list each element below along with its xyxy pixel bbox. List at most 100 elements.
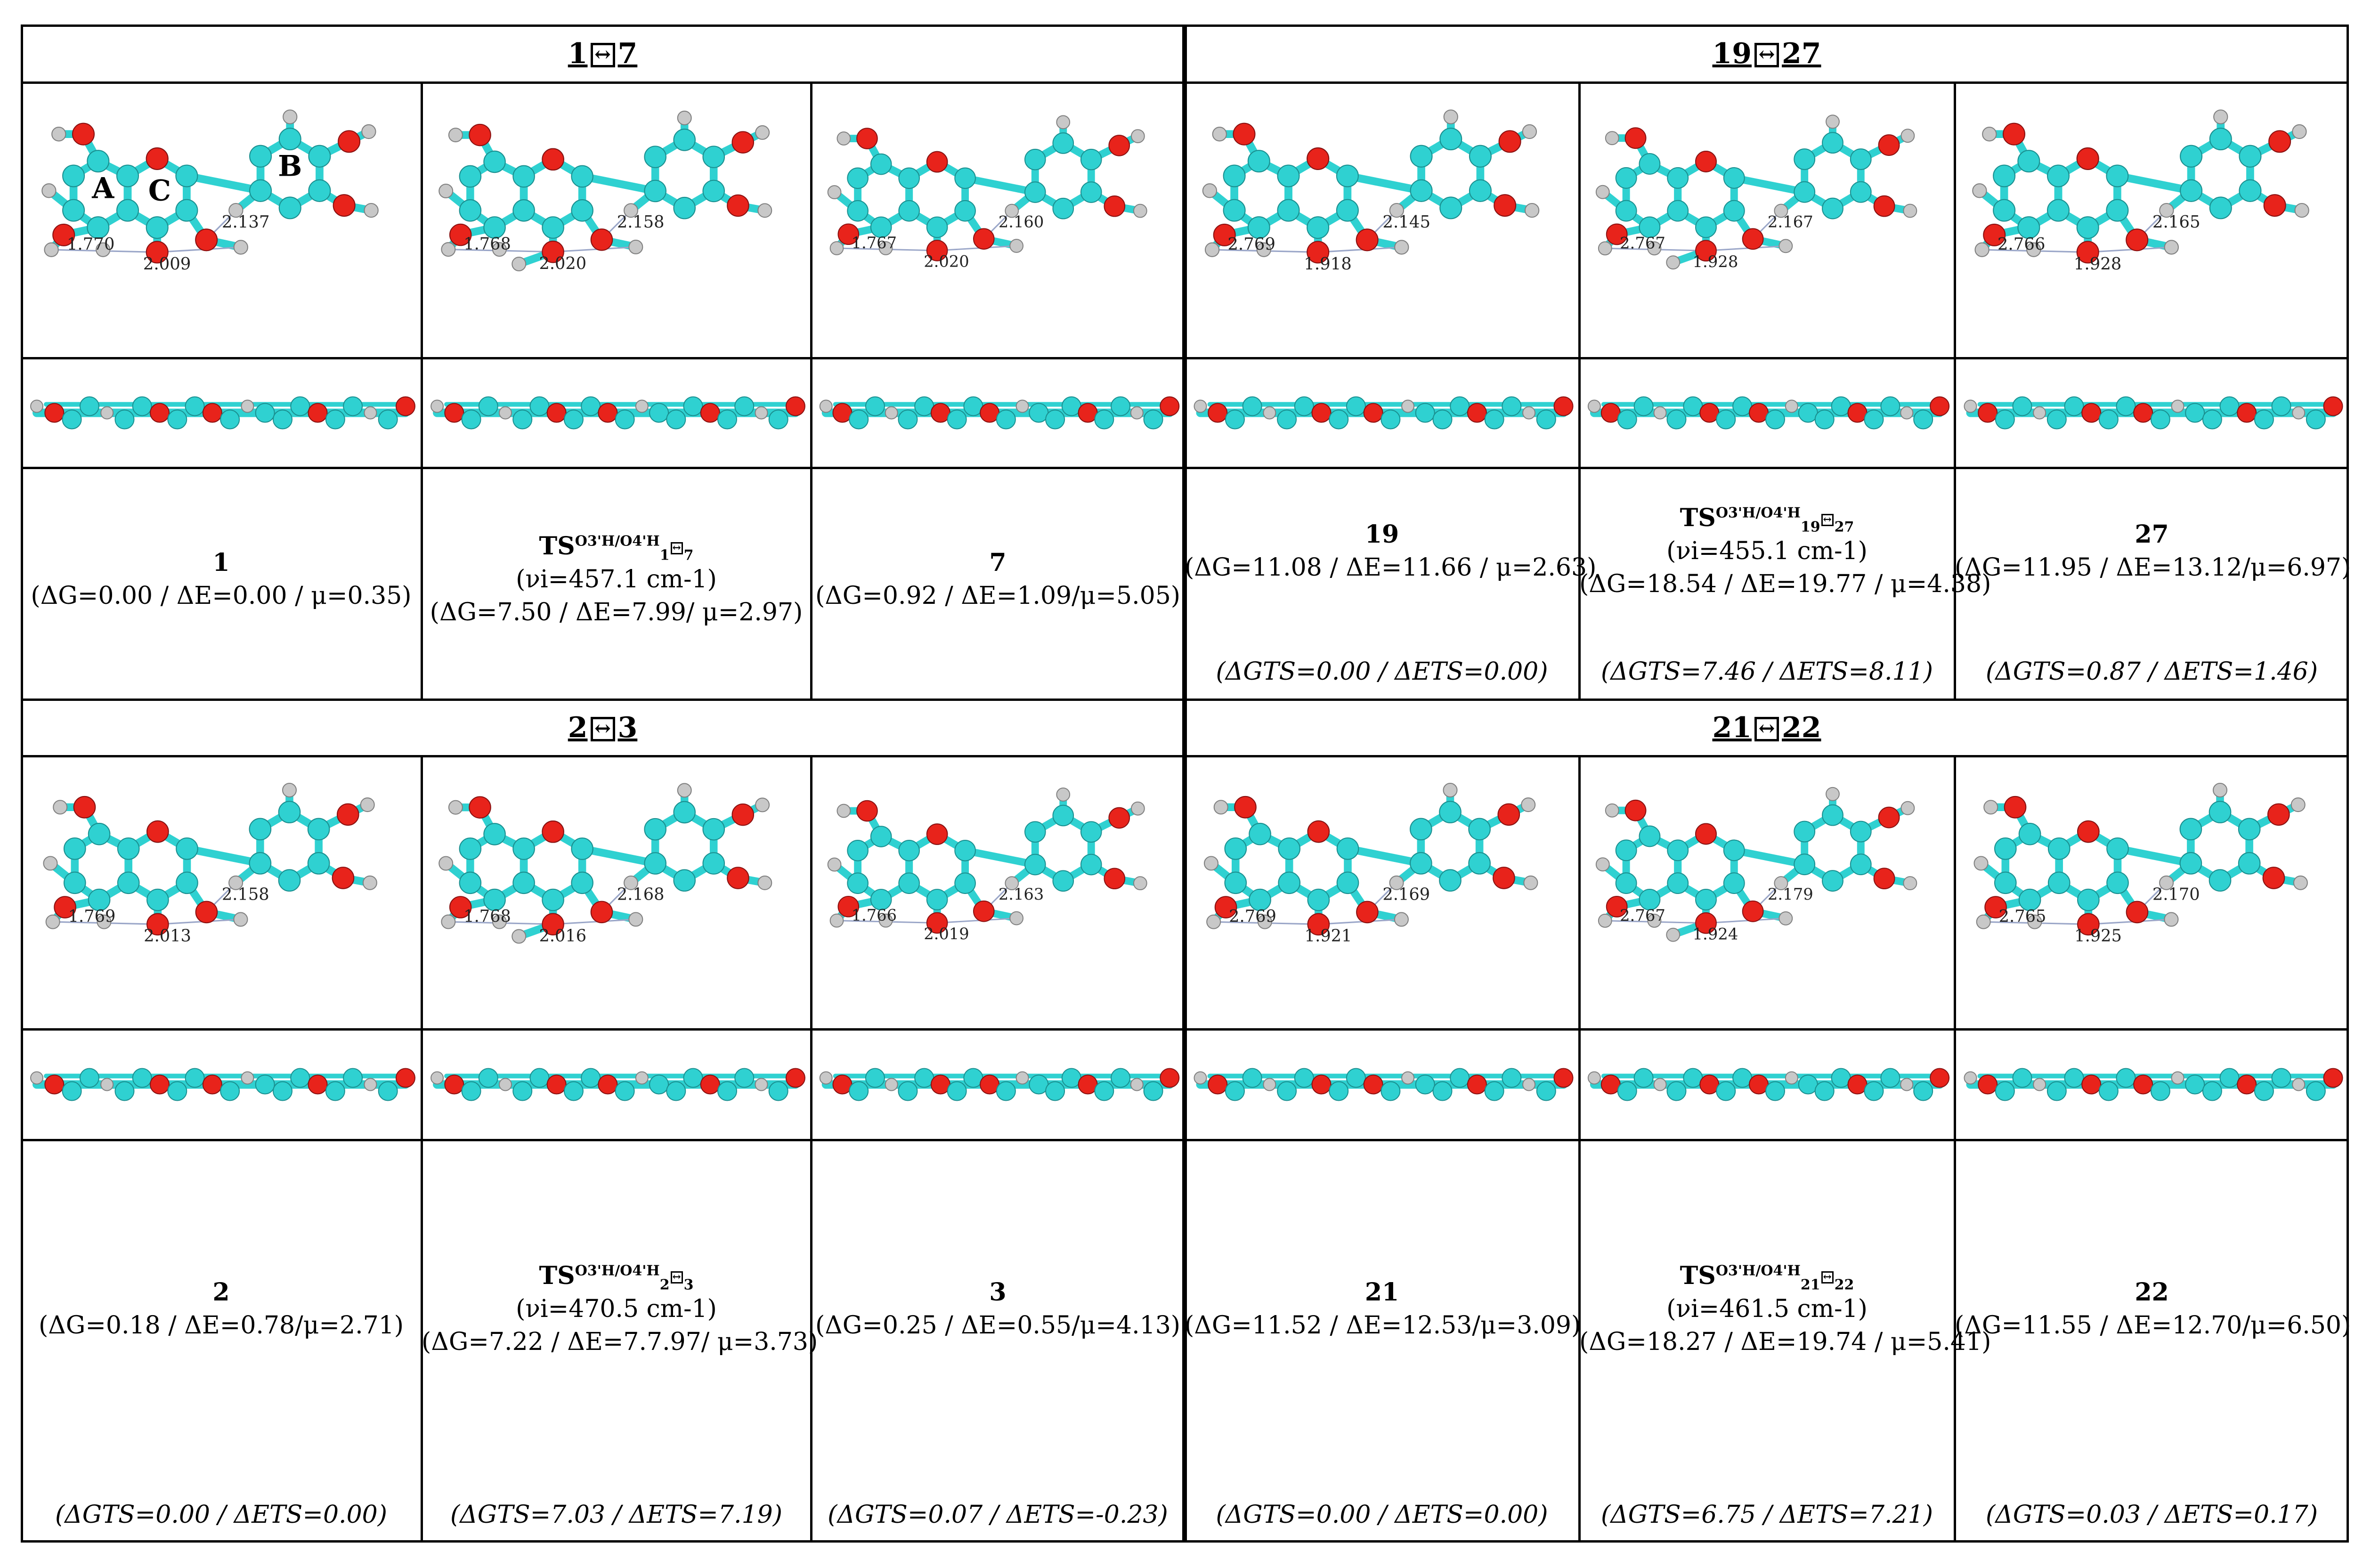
bond-length-label: 2.769 [1229,907,1276,926]
energy-line: (ΔG=18.27 / ΔE=19.74 / μ=5.41) [1579,1327,1991,1356]
bond-length-label: 1.766 [852,906,897,924]
energy-line: (ΔG=7.50 / ΔE=7.99/ μ=2.97) [430,598,803,626]
molecule-side-view [1185,1029,1579,1140]
bond-length-label: 2.016 [539,926,587,945]
molecule-side-view [1185,358,1579,468]
molecule-structure: 1.766 2.019 2.163 [811,756,1185,1029]
side-view-image [1587,396,1950,430]
column-divider [810,756,812,1543]
structure-energies: 1(ΔG=0.00 / ΔE=0.00 / μ=0.35) [21,468,422,699]
energy-line: (ΔG=11.55 / ΔE=12.70/μ=6.50) [1955,1311,2351,1340]
structure-energies: TSO3'H/O4'H2122(νi=461.5 cm-1) (ΔG=18.27 … [1579,1140,1991,1543]
energy-line: (ΔG=0.92 / ΔE=1.09/μ=5.05) [815,582,1181,610]
header-left-id: 2 [568,711,588,744]
bond-length-label: 2.160 [999,212,1044,231]
bond-length-label: 1.928 [1692,252,1738,271]
header-left-id: 1 [568,37,588,70]
ts-relative-energy: (ΔGTS=0.00 / ΔETS=0.00) [1216,1501,1548,1529]
column-divider [810,82,812,699]
ring-label: C [148,174,171,208]
energy-line: (ΔG=7.22 / ΔE=7.7.97/ μ=3.73) [422,1327,818,1356]
structure-id: 19 [1364,520,1399,549]
bond-length-label: 2.163 [999,885,1044,903]
ts-label: TSO3'H/O4'H17 [422,534,811,562]
ts-relative-energy: (ΔGTS=0.03 / ΔETS=0.17) [1985,1501,2318,1529]
ts-relative-energy: (ΔGTS=0.00 / ΔETS=0.00) [1216,658,1548,686]
molecule-side-view [1579,358,1955,468]
bond-length-label: 1.770 [67,235,115,254]
bond-length-label: 2.179 [1768,885,1813,903]
structure-id: 22 [2135,1277,2169,1307]
bond-length-label: 2.145 [1382,212,1430,232]
side-view-image [30,396,415,430]
ts-relative-energy: (ΔGTS=7.46 / ΔETS=8.11) [1600,658,1933,686]
molecule-side-view [811,1029,1185,1140]
molecule-image: 2.769 1.918 2.145 [1202,109,1540,274]
structure-energies: 21(ΔG=11.52 / ΔE=12.53/μ=3.09)(ΔGTS=0.00… [1185,1140,1581,1543]
header-left-id: 19 [1712,37,1752,70]
structure-energies: 3(ΔG=0.25 / ΔE=0.55/μ=4.13)(ΔGTS=0.07 / … [811,1140,1185,1543]
section-header: 23 [21,699,1185,756]
structure-energies: TSO3'H/O4'H1927(νi=455.1 cm-1)(ΔG=18.54 … [1579,468,1991,699]
ring-label: A [91,171,114,205]
interconversion-icon [1821,1271,1834,1284]
bond-length-label: 1.921 [1305,926,1352,946]
bond-length-label: 2.158 [617,212,665,232]
ts-relative-energy: (ΔGTS=6.75 / ΔETS=7.21) [1600,1501,1933,1529]
bond-length-label: 1.924 [1692,925,1738,943]
row-divider [21,755,1185,757]
energy-line: (ΔG=11.08 / ΔE=11.66 / μ=2.63) [1185,553,1597,582]
structure-id: 7 [989,548,1007,577]
bond-length-label: 1.918 [1304,254,1352,274]
row-divider [1185,467,2349,469]
molecule-side-view [422,358,811,468]
row-divider [21,357,1185,359]
row-divider [1185,1028,2349,1031]
structure-id: 27 [2135,520,2169,549]
bond-length-label: 2.019 [924,925,969,943]
column-divider [1954,756,1956,1543]
bond-length-label: 2.168 [617,885,665,904]
side-view-image [1964,396,2343,430]
energy-line: (νi=461.5 cm-1) [1666,1294,1868,1323]
energy-line: (νi=470.5 cm-1) [516,1294,717,1323]
row-divider [21,1139,1185,1141]
column-divider [1578,82,1581,699]
bond-length-label: 2.769 [1227,235,1275,254]
row-divider [1185,755,2349,757]
structure-energies: 22 (ΔG=11.55 / ΔE=12.70/μ=6.50) (ΔGTS=0.03… [1955,1140,2351,1543]
structure-id: 2 [212,1277,230,1307]
header-right-id: 27 [1782,37,1821,70]
bond-length-label: 2.765 [1999,907,2046,926]
structure-energies: 2(ΔG=0.18 / ΔE=0.78/μ=2.71)(ΔGTS=0.00 / … [21,1140,422,1543]
bond-length-label: 2.009 [143,254,191,274]
energy-line: (ΔG=18.54 / ΔE=19.77 / μ=4.38) [1579,570,1991,598]
structure-id: 1 [212,548,230,577]
bond-length-label: 2.170 [2152,885,2200,904]
center-divider [1182,24,1187,1543]
side-view-image [30,1068,415,1101]
ts-label: TSO3'H/O4'H2122 [1579,1263,1955,1292]
bond-length-label: 2.020 [539,254,587,273]
structure-energies: 27(ΔG=11.95 / ΔE=13.12/μ=6.97)(ΔGTS=0.87… [1955,468,2351,699]
molecule-side-view [21,358,422,468]
ts-label: TSO3'H/O4'H1927 [1579,506,1955,534]
energy-line: (ΔG=0.25 / ΔE=0.55/μ=4.13) [815,1311,1181,1340]
bond-length-label: 2.167 [1768,212,1813,231]
header-right-id: 7 [617,37,638,70]
section-header: 2122 [1185,699,2349,756]
interconversion-icon [670,542,683,554]
